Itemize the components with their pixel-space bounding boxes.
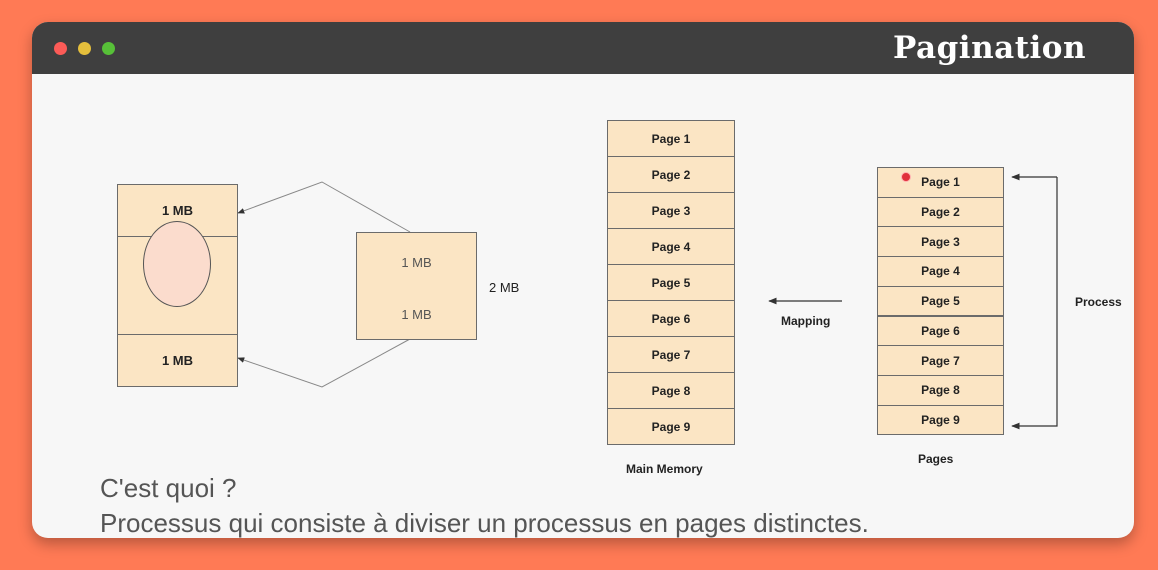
main-memory-page-row: Page 9 (607, 408, 735, 445)
process-page-row: Page 6 (877, 315, 1004, 347)
process-page-row: Page 1 (877, 167, 1004, 198)
process-page-row: Page 3 (877, 226, 1004, 258)
main-memory-page-label: Page 3 (651, 203, 691, 218)
process-page-label: Page 3 (921, 234, 960, 249)
process-block-bottom: 1 MB (117, 334, 238, 387)
process-page-row: Page 5 (877, 285, 1004, 317)
main-memory-page-label: Page 4 (651, 239, 691, 254)
process-page-label: Page 7 (921, 353, 960, 368)
minimize-dot-icon[interactable] (78, 42, 91, 55)
segment-box: 1 MB 1 MB (356, 232, 477, 340)
process-page-label: Page 6 (921, 323, 960, 338)
process-oval (143, 221, 211, 307)
segment-part-1: 1 MB (401, 255, 432, 270)
window-title: Pagination (893, 30, 1086, 66)
maximize-dot-icon[interactable] (102, 42, 115, 55)
process-page-row: Page 4 (877, 256, 1004, 287)
close-dot-icon[interactable] (54, 42, 67, 55)
process-block-bottom-label: 1 MB (161, 353, 194, 368)
process-page-row: Page 8 (877, 374, 1004, 406)
connector-bottom-arrow (237, 338, 411, 388)
process-page-label: Page 4 (921, 264, 960, 279)
pointer-cursor-icon (901, 172, 911, 182)
process-page-label: Page 2 (921, 205, 960, 220)
main-memory-page-row: Page 4 (607, 228, 735, 265)
slide-text: C'est quoi ? Processus qui consiste à di… (100, 471, 869, 538)
main-memory-page-label: Page 6 (651, 311, 691, 326)
main-memory-page-label: Page 2 (651, 167, 691, 182)
main-memory-page-row: Page 6 (607, 300, 735, 337)
presentation-window: Pagination 1 MB 1 MB (32, 22, 1134, 538)
main-memory-page-label: Page 5 (651, 275, 691, 290)
question-text: C'est quoi ? (100, 473, 237, 503)
process-page-row: Page 2 (877, 196, 1004, 228)
main-memory-page-label: Page 1 (651, 131, 691, 146)
main-memory-page-label: Page 8 (651, 383, 691, 398)
segment-part-2: 1 MB (401, 307, 432, 322)
mapping-label: Mapping (781, 314, 831, 328)
process-page-label: Page 1 (921, 175, 960, 190)
title-bar: Pagination (32, 22, 1134, 74)
process-page-label: Page 5 (921, 294, 960, 309)
slide-content: 1 MB 1 MB 1 MB 1 MB 2 MB Page 1 Page 2 Pag… (32, 74, 1134, 538)
process-label: Process (1075, 295, 1122, 309)
process-page-label: Page 9 (921, 412, 960, 427)
definition-text: Processus qui consiste à diviser un proc… (100, 508, 869, 538)
process-block-top: 1 MB (117, 184, 238, 237)
process-page-row: Page 9 (877, 404, 1004, 436)
main-memory-page-row: Page 5 (607, 264, 735, 301)
pages-label: Pages (918, 452, 954, 466)
process-block-top-label: 1 MB (161, 203, 194, 218)
main-memory-page-row: Page 2 (607, 156, 735, 193)
connector-top-arrow (237, 181, 411, 233)
main-memory-page-label: Page 7 (651, 347, 691, 362)
main-memory-page-row: Page 1 (607, 120, 735, 157)
main-memory-page-label: Page 9 (651, 419, 691, 434)
main-memory-page-row: Page 8 (607, 372, 735, 409)
process-page-label: Page 8 (921, 383, 960, 398)
main-memory-page-row: Page 7 (607, 336, 735, 373)
process-page-row: Page 7 (877, 345, 1004, 376)
main-memory-page-row: Page 3 (607, 192, 735, 229)
segment-size-label: 2 MB (489, 280, 520, 295)
process-bracket-arrows (1011, 177, 1058, 430)
main-memory-label: Main Memory (626, 462, 703, 476)
